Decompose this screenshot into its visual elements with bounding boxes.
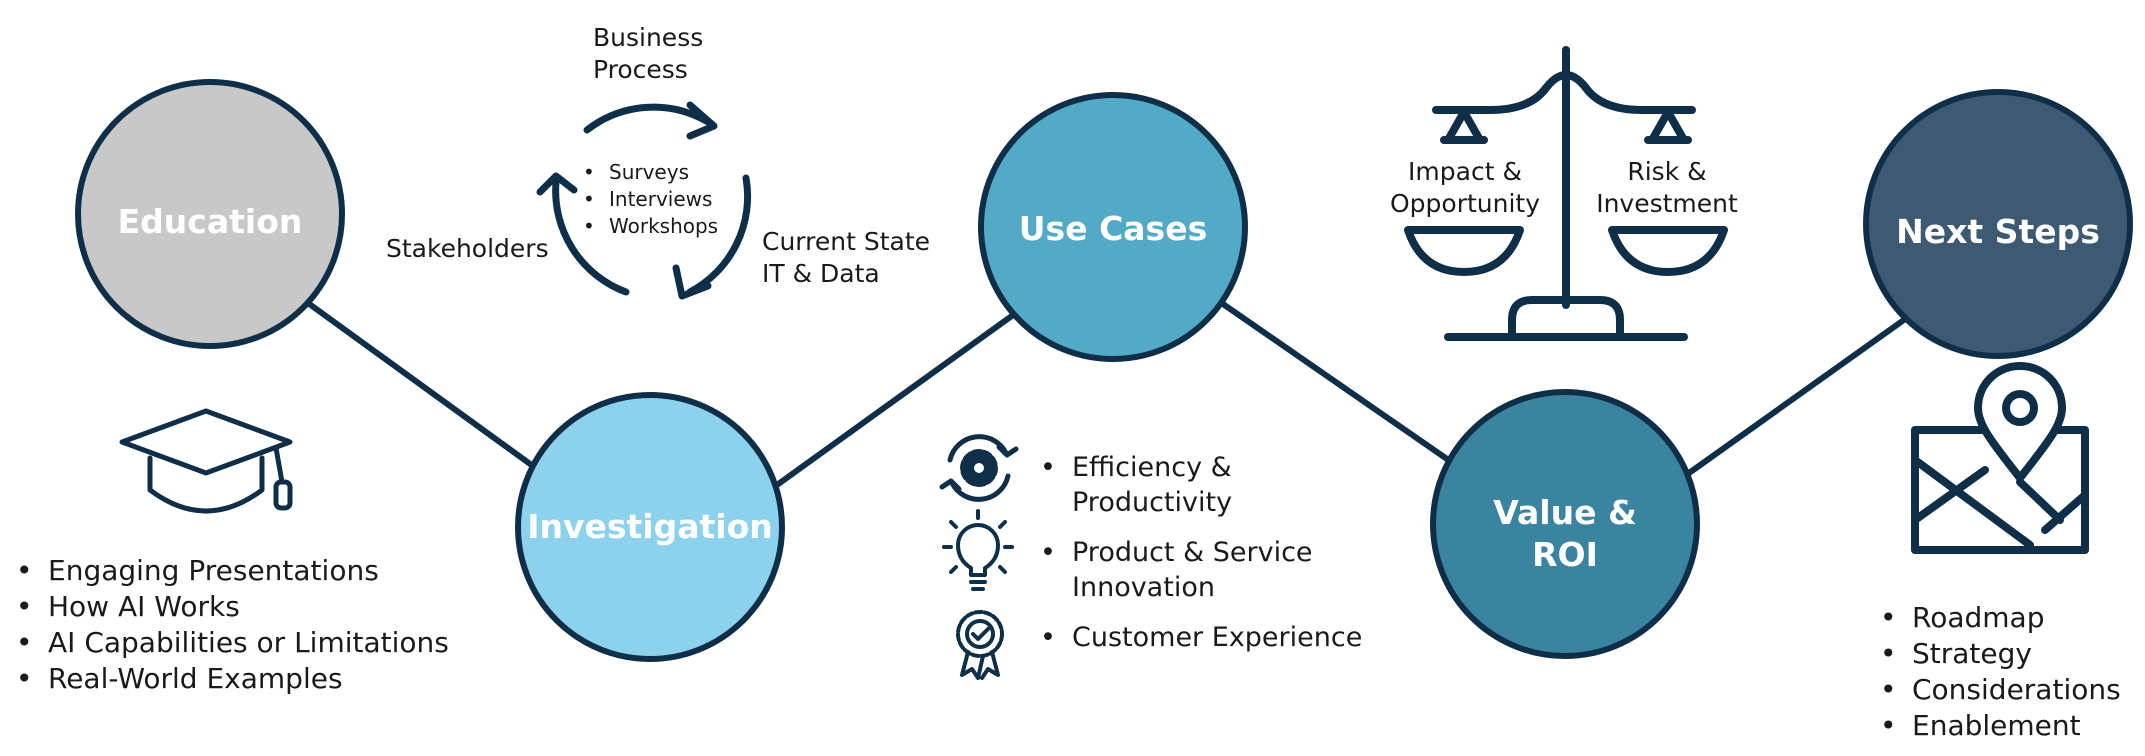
use-case-item-1: Efficiency & Productivity — [1040, 450, 1232, 520]
list-item: Real-World Examples — [16, 661, 449, 697]
current-state-line2: IT & Data — [762, 259, 880, 288]
list-item: AI Capabilities or Limitations — [16, 625, 449, 661]
step-circle-investigation — [515, 392, 785, 662]
use-case-item-3: Customer Experience — [1040, 620, 1362, 655]
cycle-arrows-icon — [536, 101, 752, 300]
risk-line1: Risk & — [1627, 157, 1707, 186]
business-process-line2: Process — [593, 55, 688, 84]
step-label-education: Education — [117, 202, 303, 241]
impact-line2: Opportunity — [1389, 189, 1541, 218]
step-circle-education — [75, 79, 345, 349]
list-item: How AI Works — [16, 589, 449, 625]
map-pin-icon — [1911, 362, 2089, 554]
list-item: Interviews — [583, 186, 718, 213]
step-circle-value-roi — [1430, 389, 1700, 659]
next-step-text: Strategy — [1912, 637, 2032, 670]
use-case-text: Efficiency & — [1072, 452, 1232, 483]
education-bullet-text: Engaging Presentations — [48, 554, 379, 587]
list-item: Workshops — [583, 213, 718, 240]
next-step-text: Roadmap — [1912, 601, 2045, 634]
connector-lines — [287, 287, 1918, 493]
list-item: Engaging Presentations — [16, 553, 449, 589]
connector-investigation-use-cases — [767, 307, 1023, 493]
award-badge-icon — [956, 610, 1004, 680]
method-text: Workshops — [609, 214, 719, 238]
impact-opportunity-label: Impact & Opportunity — [1390, 156, 1540, 220]
step-label-value-roi-line1: Value & — [1493, 493, 1637, 532]
education-bullet-text: Real-World Examples — [48, 662, 343, 695]
business-process-line1: Business — [593, 23, 704, 52]
education-bullet-list: Engaging Presentations How AI Works AI C… — [16, 553, 449, 697]
list-item: Roadmap — [1880, 600, 2121, 636]
use-case-item-2: Product & Service Innovation — [1040, 535, 1313, 605]
next-steps-bullet-list: Roadmap Strategy Considerations Enableme… — [1880, 600, 2121, 744]
use-case-text: Innovation — [1072, 572, 1215, 603]
graduation-cap-icon — [119, 408, 293, 514]
next-step-text: Enablement — [1912, 709, 2081, 742]
step-label-investigation: Investigation — [527, 507, 773, 546]
list-item: Considerations — [1880, 672, 2121, 708]
impact-line1: Impact & — [1408, 157, 1522, 186]
method-text: Interviews — [609, 187, 713, 211]
lightbulb-icon — [942, 509, 1014, 591]
gear-cycle-icon — [939, 434, 1019, 502]
risk-investment-label: Risk & Investment — [1596, 156, 1738, 220]
method-text: Surveys — [609, 160, 689, 184]
investigation-methods-list: Surveys Interviews Workshops — [583, 159, 718, 240]
current-state-line1: Current State — [762, 227, 931, 256]
next-step-text: Considerations — [1912, 673, 2121, 706]
use-case-text: Product & Service — [1072, 537, 1313, 568]
stakeholders-label: Stakeholders — [386, 234, 549, 263]
list-item: Surveys — [583, 159, 718, 186]
connector-education-investigation — [287, 287, 558, 485]
balance-scale-icon — [1404, 46, 1728, 341]
connector-value-next-steps — [1679, 309, 1918, 481]
list-item: Enablement — [1880, 708, 2121, 744]
list-item: Product & Service Innovation — [1040, 535, 1313, 605]
step-label-value-roi-line2: ROI — [1532, 535, 1598, 574]
list-item: Customer Experience — [1040, 620, 1362, 655]
step-label-value-roi: Value & ROI — [1493, 492, 1636, 576]
connector-use-cases-value — [1207, 292, 1463, 471]
step-circle-use-cases — [978, 92, 1248, 362]
risk-line2: Investment — [1596, 189, 1738, 218]
step-label-next-steps: Next Steps — [1896, 212, 2100, 251]
list-item: Efficiency & Productivity — [1040, 450, 1232, 520]
current-state-label: Current State IT & Data — [762, 226, 930, 290]
use-case-text: Productivity — [1072, 487, 1233, 518]
use-case-text: Customer Experience — [1072, 622, 1363, 653]
education-bullet-text: AI Capabilities or Limitations — [48, 626, 449, 659]
step-circle-next-steps — [1863, 89, 2133, 359]
education-bullet-text: How AI Works — [48, 590, 240, 623]
business-process-label: Business Process — [593, 22, 703, 86]
list-item: Strategy — [1880, 636, 2121, 672]
step-label-use-cases: Use Cases — [1018, 209, 1208, 248]
